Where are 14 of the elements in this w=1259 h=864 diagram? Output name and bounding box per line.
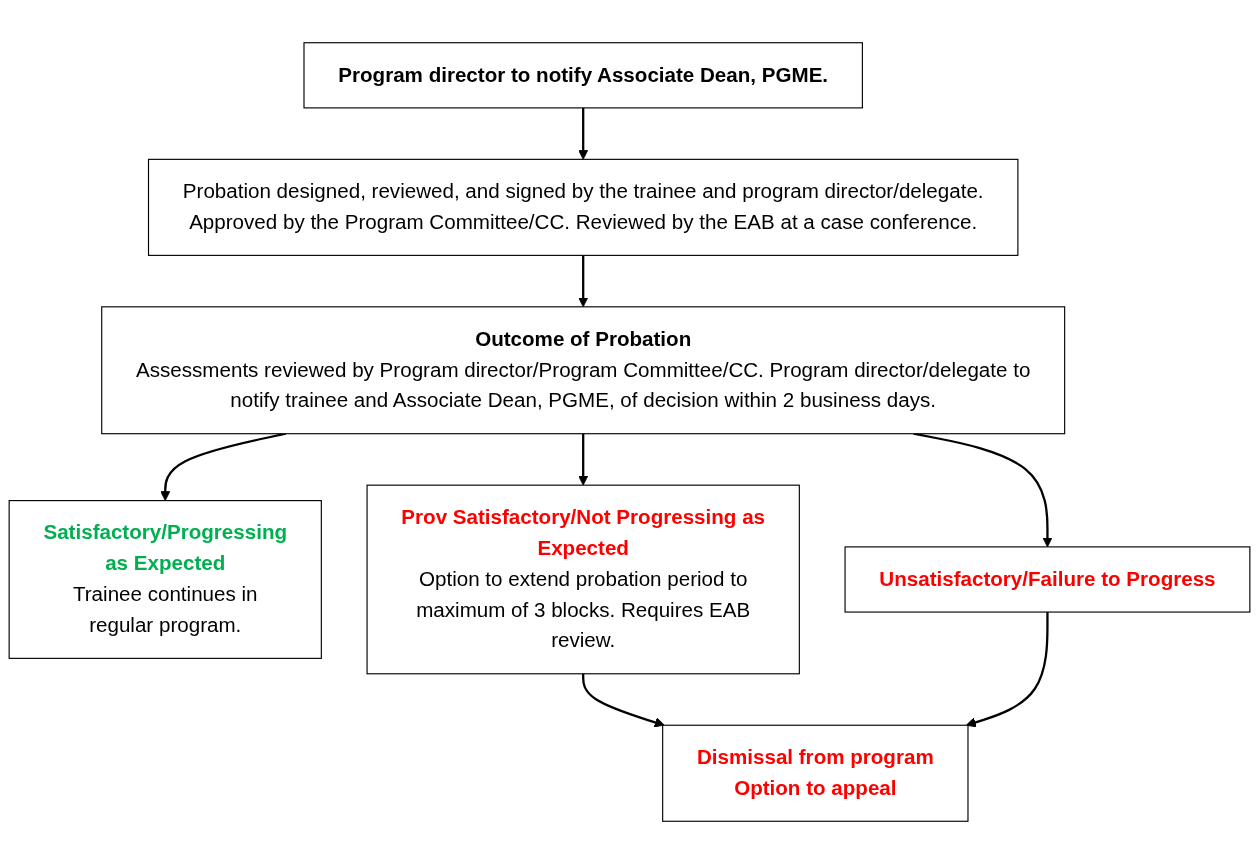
arrow (582, 673, 665, 728)
arrow (913, 432, 1053, 548)
arrow (160, 432, 287, 502)
arrow (966, 612, 1049, 728)
node-box (147, 158, 1019, 256)
arrow (578, 255, 589, 308)
node-box (844, 546, 1251, 613)
node-box (366, 484, 800, 675)
node-box (8, 500, 322, 659)
arrow (578, 433, 589, 486)
node-box (101, 306, 1066, 435)
node-box (303, 42, 863, 109)
node-box (662, 724, 969, 822)
arrow (578, 107, 589, 160)
